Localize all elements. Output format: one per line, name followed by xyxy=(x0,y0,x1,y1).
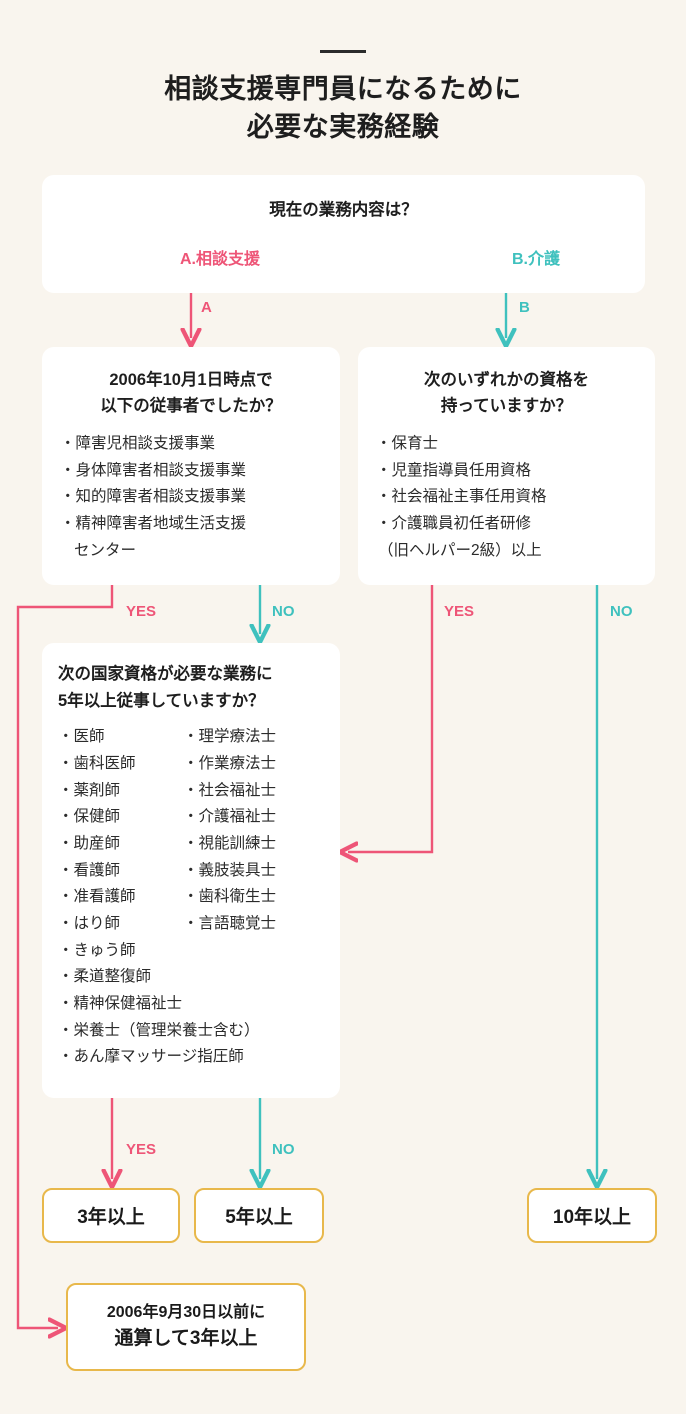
result-final-box: 2006年9月30日以前に 通算して3年以上 xyxy=(66,1283,306,1371)
left-no-label: NO xyxy=(272,603,295,620)
list-item: ・助産師 xyxy=(58,835,121,853)
list-item: ・医師 xyxy=(58,728,105,746)
start-question-box: 現在の業務内容は？ A.相談支援 B.介護 xyxy=(42,175,645,293)
list-item: ・言語聴覚士 xyxy=(183,915,277,933)
right-no-label: NO xyxy=(610,603,633,620)
national-license-title: 次の国家資格が必要な業務に 5年以上従事していますか？ xyxy=(42,643,340,714)
start-question-text: 現在の業務内容は？ xyxy=(269,201,418,219)
choice-b-label[interactable]: B.介護 xyxy=(512,251,561,268)
big-yes-label: YES xyxy=(126,1141,157,1158)
list-item: ・作業療法士 xyxy=(183,755,277,773)
list-item: ・理学療法士 xyxy=(183,728,277,746)
list-item: ・柔道整復師 xyxy=(58,968,152,986)
branch-label-a: A xyxy=(201,299,212,316)
list-item: ・歯科衛生士 xyxy=(183,888,277,906)
connector-right-yes xyxy=(348,585,434,852)
list-item: ・はり師 xyxy=(58,915,121,933)
list-item: ・児童指導員任用資格 xyxy=(376,461,532,479)
left-decision-title: 2006年10月1日時点で 以下の従事者でしたか？ xyxy=(42,347,340,419)
divider-rule xyxy=(320,50,366,53)
left-decision-title-line-2: 以下の従事者でしたか？ xyxy=(100,397,282,416)
branch-label-b: B xyxy=(519,299,530,316)
left-decision-list: ・障害児相談支援事業 ・身体障害者相談支援事業 ・知的障害者相談支援事業 ・精神… xyxy=(60,431,340,564)
page-title-line-1: 相談支援専門員になるために xyxy=(164,74,522,104)
list-item: ・看護師 xyxy=(58,861,121,879)
list-item: ・義肢装具士 xyxy=(183,861,277,879)
list-item: ・歯科医師 xyxy=(58,755,136,773)
right-decision-title-line-2: 持っていますか？ xyxy=(440,397,573,416)
left-decision-title-line-1: 2006年10月1日時点で xyxy=(109,371,273,389)
list-item: ・きゅう師 xyxy=(58,941,136,959)
list-item-continuation: センター xyxy=(74,541,137,559)
list-item: ・精神障害者地域生活支援 xyxy=(60,515,247,533)
right-decision-title-line-1: 次のいずれかの資格を xyxy=(424,371,589,389)
right-yes-label: YES xyxy=(444,603,475,620)
national-license-title-line-1: 次の国家資格が必要な業務に xyxy=(58,665,273,683)
list-item: ・栄養士（管理栄養士含む） xyxy=(58,1021,260,1039)
list-item-continuation: （旧ヘルパー2級）以上 xyxy=(378,541,542,559)
list-item: ・あん摩マッサージ指圧師 xyxy=(58,1048,244,1066)
page-title-line-2: 必要な実務経験 xyxy=(246,112,440,143)
national-license-box: 次の国家資格が必要な業務に 5年以上従事していますか？ ・医師 ・歯科医師 ・薬… xyxy=(42,643,340,1098)
list-item: ・社会福祉士 xyxy=(183,781,277,799)
national-license-list-left: ・医師 ・歯科医師 ・薬剤師 ・保健師 ・助産師 ・看護師 ・准看護師 ・はり師… xyxy=(58,724,260,1071)
list-item: ・知的障害者相談支援事業 xyxy=(60,488,247,506)
list-item: ・介護福祉士 xyxy=(183,808,277,826)
national-license-list-right: ・理学療法士 ・作業療法士 ・社会福祉士 ・介護福祉士 ・視能訓練士 ・義肢装具… xyxy=(183,724,276,937)
result-final-line-2: 通算して3年以上 xyxy=(114,1327,258,1349)
right-decision-list: ・保育士 ・児童指導員任用資格 ・社会福祉主事任用資格 ・介護職員初任者研修 （… xyxy=(376,431,655,564)
list-item: ・身体障害者相談支援事業 xyxy=(60,461,247,479)
list-item: ・介護職員初任者研修 xyxy=(376,515,532,533)
national-license-title-line-2: 5年以上従事していますか？ xyxy=(58,691,265,710)
list-item: ・准看護師 xyxy=(58,888,136,906)
big-no-label: NO xyxy=(272,1141,295,1158)
right-decision-title: 次のいずれかの資格を 持っていますか？ xyxy=(358,347,655,419)
left-yes-label: YES xyxy=(126,603,157,620)
result-final-line-1: 2006年9月30日以前に xyxy=(106,1303,266,1321)
list-item: ・保育士 xyxy=(376,435,439,453)
list-item: ・保健師 xyxy=(58,808,121,826)
right-decision-box: 次のいずれかの資格を 持っていますか？ ・保育士 ・児童指導員任用資格 ・社会福… xyxy=(358,347,655,585)
list-item: ・精神保健福祉士 xyxy=(58,995,183,1012)
list-item: ・社会福祉主事任用資格 xyxy=(376,488,547,506)
result-three-years: 3年以上 xyxy=(42,1188,180,1243)
list-item: ・薬剤師 xyxy=(58,781,121,799)
result-five-years: 5年以上 xyxy=(194,1188,324,1243)
choice-a-label[interactable]: A.相談支援 xyxy=(180,251,261,268)
page-title: 相談支援専門員になるために 必要な実務経験 xyxy=(0,70,686,147)
list-item: ・視能訓練士 xyxy=(183,835,277,853)
left-decision-box: 2006年10月1日時点で 以下の従事者でしたか？ ・障害児相談支援事業 ・身体… xyxy=(42,347,340,585)
list-item: ・障害児相談支援事業 xyxy=(60,435,216,453)
result-ten-years: 10年以上 xyxy=(527,1188,657,1243)
